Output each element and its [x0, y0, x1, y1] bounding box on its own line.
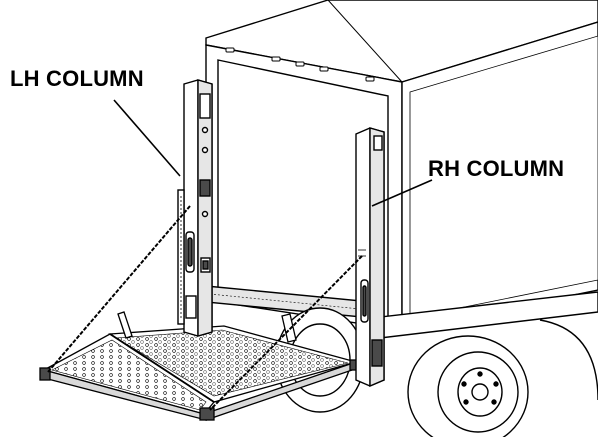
lh-column-label: LH COLUMN: [10, 66, 144, 91]
truck-body: [205, 0, 598, 339]
lh-column: [177, 79, 213, 337]
rh-column: [355, 127, 385, 388]
rh-column-label: RH COLUMN: [428, 156, 565, 181]
callout-leaders: [113, 99, 433, 207]
lift-platform: [39, 311, 361, 421]
marker-lights: [225, 47, 375, 82]
platform-chains: [47, 205, 363, 411]
